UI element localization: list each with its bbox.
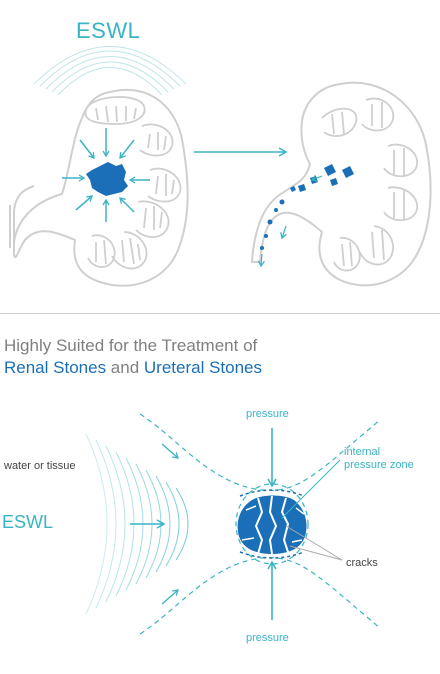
flow-lines (139, 413, 381, 635)
pressure-arrows-left (62, 128, 150, 222)
kidney-right (250, 81, 432, 287)
flow-arrow-bottom (161, 589, 179, 605)
ureteral-stones-label: Ureteral Stones (143, 358, 263, 377)
section-divider (0, 313, 440, 314)
kidney-left-calyces (84, 96, 182, 270)
kidney-left (9, 46, 189, 287)
eswl-label: ESWL (2, 512, 54, 532)
internal-zone-label-1: internal (344, 446, 381, 458)
pressure-top-label: pressure (246, 408, 289, 420)
renal-stones-label: Renal Stones (4, 358, 107, 377)
cracks-leaders (285, 525, 343, 561)
shockwave-arcs-top (33, 46, 187, 96)
eswl-title: ESWL (76, 18, 141, 43)
pressure-bottom-label: pressure (246, 632, 289, 644)
heading-line1: Highly Suited for the Treatment of (4, 336, 258, 355)
cracks-label: cracks (346, 557, 378, 569)
page-heading: Highly Suited for the Treatment of Renal… (4, 335, 262, 379)
kidney-right-outline (250, 81, 432, 287)
flow-arrow-top (161, 443, 179, 459)
kidney-left-outline (13, 88, 189, 287)
kidney-right-calyces (321, 97, 419, 272)
internal-zone-label-2: pressure zone (344, 459, 414, 471)
medium-label: water or tissue (4, 460, 76, 472)
heading-and: and (106, 358, 144, 377)
kidney-stone-left (86, 162, 128, 196)
fragment-flow-arrows (257, 174, 323, 268)
internal-zone-leader (281, 459, 341, 519)
stone-fragments (260, 164, 354, 250)
